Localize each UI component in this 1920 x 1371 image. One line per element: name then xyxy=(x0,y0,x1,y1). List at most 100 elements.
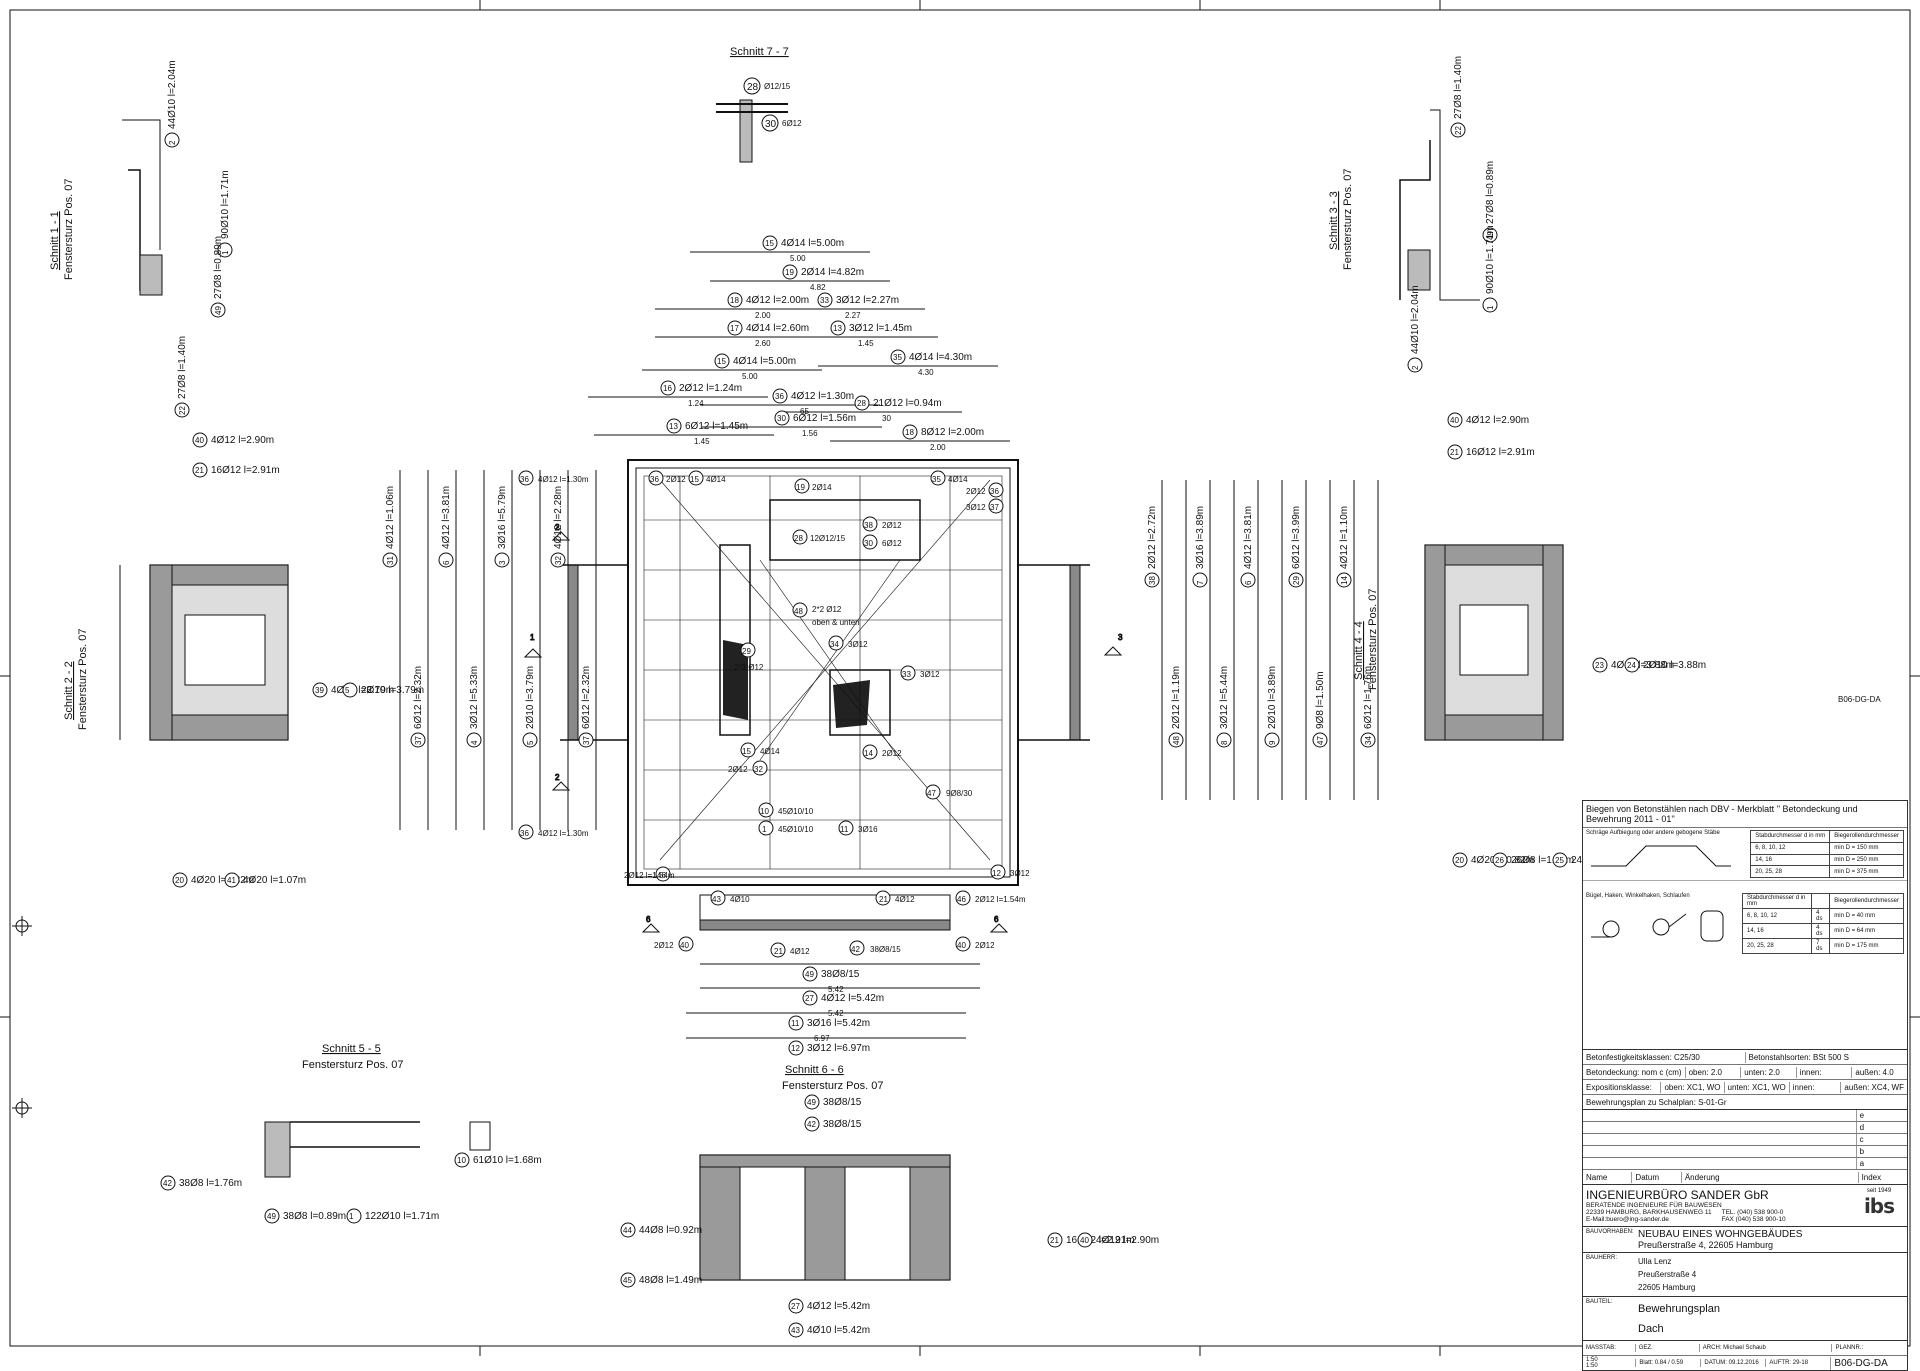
section-7-7: Schnitt 7 - 7 28 Ø12/15 30 6Ø12 xyxy=(716,46,802,163)
s66-item-44-4-text: 44Ø8 l=0.92m xyxy=(639,1225,702,1236)
label-48-note: oben & unten xyxy=(812,618,860,627)
office-fax: FAX (040) 538 900-10 xyxy=(1721,1216,1786,1223)
section-4-4-title: Schnitt 4 - 4 xyxy=(1353,621,1365,680)
svg-text:2: 2 xyxy=(555,523,560,532)
bottom-bar-dim-0: 5.42 xyxy=(828,985,844,994)
component-sub: Dach xyxy=(1638,1323,1664,1335)
svg-text:6: 6 xyxy=(994,915,999,924)
top-bar-15-6-number: 15 xyxy=(717,357,726,366)
section-5-5-title: Schnitt 5 - 5 xyxy=(322,1043,381,1055)
svg-text:2Ø14: 2Ø14 xyxy=(812,483,832,492)
steel-class: Betonstahlsorten: BSt 500 S xyxy=(1744,1051,1908,1063)
cover-label: Betondeckung: nom c (cm) xyxy=(1586,1067,1682,1077)
scale-1: 1:50 xyxy=(1586,1357,1598,1363)
svg-text:46: 46 xyxy=(657,871,666,880)
cover-bottom: unten: 2.0 xyxy=(1740,1066,1796,1078)
svg-text:15: 15 xyxy=(742,747,751,756)
svg-text:1: 1 xyxy=(530,633,535,642)
bottom-bar-27-text: 4Ø12 l=5.42m xyxy=(821,993,884,1004)
section-6-6-subtitle: Fenstersturz Pos. 07 xyxy=(782,1080,884,1092)
top-bar-18-13-text: 8Ø12 l=2.00m xyxy=(921,427,984,438)
sheet-id-label: B06-DG-DA xyxy=(1838,695,1881,704)
section-5-5-subtitle: Fenstersturz Pos. 07 xyxy=(302,1059,404,1071)
project-address: Preußerstraße 4, 22605 Hamburg xyxy=(1638,1240,1774,1250)
svg-text:2: 2 xyxy=(555,773,560,782)
svg-text:3Ø12: 3Ø12 xyxy=(848,640,868,649)
concrete-class: Betonfestigkeitsklassen: C25/30 xyxy=(1586,1052,1700,1062)
s11-item-2-0-text: 44Ø10 l=2.04m xyxy=(167,60,178,129)
s66-item-40-7-number: 40 xyxy=(1080,1236,1089,1245)
label-14: 2Ø12 xyxy=(882,749,902,758)
rev-a: a xyxy=(1855,1158,1907,1169)
s44-item-26-5-text: 26Ø8 l=1.04m xyxy=(1511,855,1574,866)
office-phone: TEL. (040) 538 900-0 xyxy=(1721,1209,1784,1216)
right-bar-34-9-number: 34 xyxy=(1364,736,1373,745)
exposure-top: oben: XC1, WO xyxy=(1660,1081,1723,1093)
top-bar-dim-6: 5.00 xyxy=(742,372,758,381)
s55-item-1-2-number: 1 xyxy=(349,1212,354,1221)
left-bar-4-3-number: 4 xyxy=(470,740,479,745)
bottom-bar-12-number: 12 xyxy=(791,1044,800,1053)
top-bar-18-2-text: 4Ø12 l=2.00m xyxy=(746,295,809,306)
section-6-6-title: Schnitt 6 - 6 xyxy=(785,1064,844,1076)
svg-text:35: 35 xyxy=(932,475,941,484)
top-bar-dim-13: 2.00 xyxy=(930,443,946,452)
left-bar-37-7-text: 6Ø12 l=2.32m xyxy=(581,666,592,729)
top-bar-dim-10: 30 xyxy=(882,414,891,423)
bending-notes-title: Biegen von Betonstählen nach DBV - Merkb… xyxy=(1583,801,1907,828)
top-bar-16-8-text: 2Ø12 l=1.24m xyxy=(679,383,742,394)
s66-item-49-0-number: 49 xyxy=(807,1098,816,1107)
top-bar-dim-1: 4.82 xyxy=(810,283,826,292)
svg-text:34: 34 xyxy=(830,640,839,649)
left-bar-5-5-text: 2Ø10 l=3.79m xyxy=(525,666,536,729)
svg-text:4Ø14: 4Ø14 xyxy=(760,747,780,756)
top-bar-33-3-text: 3Ø12 l=2.27m xyxy=(836,295,899,306)
s44-item-25-6-number: 25 xyxy=(1555,856,1564,865)
office-address: 22339 HAMBURG, BARKHAUSENWEG 11 xyxy=(1586,1209,1712,1216)
svg-text:36: 36 xyxy=(650,475,659,484)
bend-heading: Schräge Aufbiegung oder andere gebogene … xyxy=(1586,830,1720,836)
top-bar-15-0-text: 4Ø14 l=5.00m xyxy=(781,238,844,249)
cover-inner: innen: xyxy=(1795,1066,1852,1078)
svg-text:30: 30 xyxy=(765,119,777,130)
label-46-right: 2Ø12 l=1.54m xyxy=(975,895,1026,904)
right-bar-29-6-text: 6Ø12 l=3.99m xyxy=(1291,506,1302,569)
label-47: 9Ø8/30 xyxy=(946,789,973,798)
s22-item-5-5-text: 2Ø10 l=3.79m xyxy=(361,685,424,696)
svg-text:1: 1 xyxy=(762,825,767,834)
s11-item-22-3-text: 27Ø8 l=1.40m xyxy=(177,336,188,399)
left-bar-32-6-text: 4Ø12 l=2.28m xyxy=(553,486,564,549)
svg-text:6Ø12: 6Ø12 xyxy=(882,539,902,548)
s66-item-44-4-number: 44 xyxy=(623,1226,632,1235)
bottom-bar-49-number: 49 xyxy=(805,970,814,979)
exposure-label: Expositionsklasse: xyxy=(1586,1082,1652,1092)
top-bar-28-10-number: 28 xyxy=(857,399,866,408)
svg-text:30: 30 xyxy=(864,539,873,548)
right-bar-47-7-number: 47 xyxy=(1316,736,1325,745)
top-bar-dim-7: 4.30 xyxy=(918,368,934,377)
office-block: INGENIEURBÜRO SANDER GbR BERATENDE INGEN… xyxy=(1582,1185,1908,1227)
svg-text:37: 37 xyxy=(990,503,999,512)
s66-item-45-5-text: 48Ø8 l=1.49m xyxy=(639,1275,702,1286)
left-bar-3-4-number: 3 xyxy=(498,560,507,565)
svg-text:40: 40 xyxy=(957,941,966,950)
top-bar-17-4-number: 17 xyxy=(730,324,739,333)
